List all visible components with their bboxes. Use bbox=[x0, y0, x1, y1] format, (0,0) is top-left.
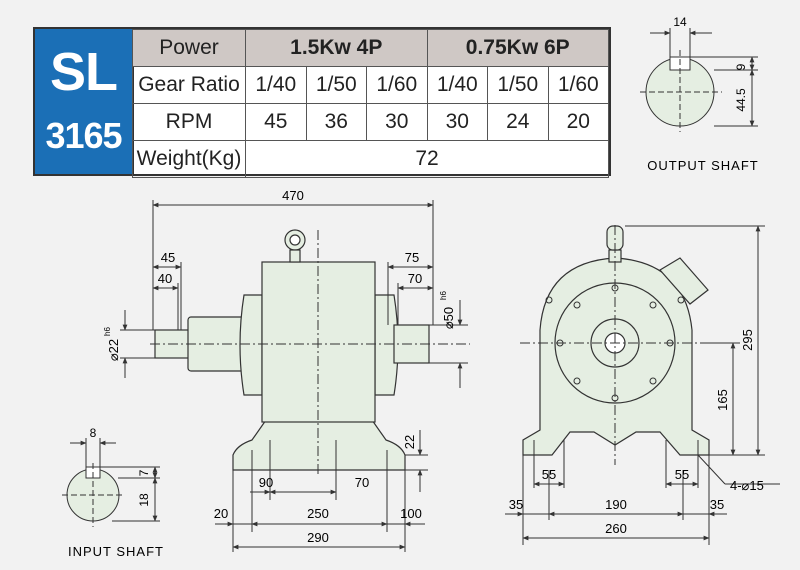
dim-45: 45 bbox=[161, 250, 175, 265]
dim-in-dia-half: 18 bbox=[137, 493, 151, 507]
ratio-cell: 1/50 bbox=[487, 66, 549, 104]
ratio-label: Gear Ratio bbox=[132, 66, 246, 104]
dim-70-bot: 70 bbox=[355, 475, 369, 490]
dim-250: 250 bbox=[307, 506, 329, 521]
dim-out-dia: ⌀50 bbox=[441, 307, 456, 329]
dim-470: 470 bbox=[282, 188, 304, 203]
dim-35-right: 35 bbox=[710, 497, 724, 512]
model-series: SL bbox=[49, 42, 118, 102]
model-badge: SL 3165 bbox=[35, 29, 134, 174]
dim-in-dia: ⌀22 bbox=[106, 339, 121, 361]
dim-40: 40 bbox=[158, 271, 172, 286]
side-base bbox=[232, 419, 406, 471]
dim-in-key-h: 7 bbox=[137, 469, 151, 476]
rpm-cell: 30 bbox=[366, 103, 428, 141]
power-1: 1.5Kw 4P bbox=[245, 29, 428, 67]
dim-in-key-w: 8 bbox=[90, 426, 97, 440]
output-shaft-label: OUTPUT SHAFT bbox=[647, 158, 758, 173]
rpm-cell: 30 bbox=[426, 103, 488, 141]
terminal-box bbox=[659, 257, 709, 305]
dim-75: 75 bbox=[405, 250, 419, 265]
dim-in-dia-tol: h6 bbox=[103, 327, 112, 336]
input-shaft-view bbox=[62, 438, 160, 527]
rpm-cell: 36 bbox=[305, 103, 367, 141]
dim-55-left: 55 bbox=[542, 467, 556, 482]
dim-55-right: 55 bbox=[675, 467, 689, 482]
dim-35-left: 35 bbox=[509, 497, 523, 512]
dim-70-top: 70 bbox=[408, 271, 422, 286]
dim-290: 290 bbox=[307, 530, 329, 545]
dim-holes: 4-⌀15 bbox=[730, 478, 764, 493]
left-flange bbox=[239, 294, 263, 396]
ratio-cell: 1/60 bbox=[547, 66, 609, 104]
dim-260: 260 bbox=[605, 521, 627, 536]
spec-table-panel: SL 3165 Power 1.5Kw 4P 0.75Kw 6P Gear Ra… bbox=[33, 27, 611, 178]
dim-22: 22 bbox=[402, 435, 417, 449]
ratio-cell: 1/40 bbox=[426, 66, 488, 104]
model-number: 3165 bbox=[45, 115, 122, 156]
dim-out-key-h: 9 bbox=[734, 63, 748, 70]
weight-label: Weight(Kg) bbox=[132, 140, 246, 178]
spec-table: Power 1.5Kw 4P 0.75Kw 6P Gear Ratio 1/40… bbox=[132, 29, 609, 178]
output-shaft-view bbox=[640, 28, 758, 132]
dim-165: 165 bbox=[715, 389, 730, 411]
dim-295: 295 bbox=[740, 329, 755, 351]
rpm-cell: 45 bbox=[245, 103, 307, 141]
input-shaft-label: INPUT SHAFT bbox=[68, 544, 164, 559]
front-view bbox=[522, 225, 710, 456]
dim-20: 20 bbox=[214, 506, 228, 521]
dim-out-dia-half: 44.5 bbox=[734, 88, 748, 112]
ratio-cell: 1/50 bbox=[305, 66, 367, 104]
dim-out-dia-tol: h6 bbox=[439, 291, 448, 300]
weight-value: 72 bbox=[245, 140, 609, 178]
power-2: 0.75Kw 6P bbox=[426, 29, 609, 67]
dim-100: 100 bbox=[400, 506, 422, 521]
dim-190: 190 bbox=[605, 497, 627, 512]
dim-out-key-w: 14 bbox=[673, 15, 687, 29]
dim-90: 90 bbox=[259, 475, 273, 490]
